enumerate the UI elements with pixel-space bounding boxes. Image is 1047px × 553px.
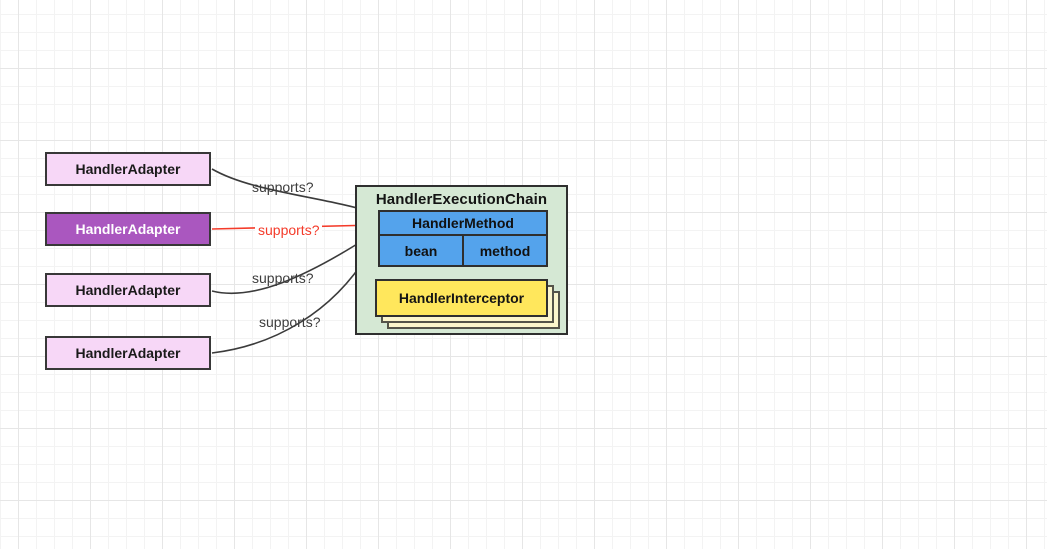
handler-method-title: HandlerMethod <box>380 212 546 236</box>
edge-label-supports-2-highlight[interactable]: supports? <box>255 222 323 238</box>
node-handler-adapter-2-selected[interactable]: HandlerAdapter <box>45 212 211 246</box>
node-handler-method[interactable]: HandlerMethod bean method <box>378 210 548 267</box>
node-handler-adapter-4[interactable]: HandlerAdapter <box>45 336 211 370</box>
node-handler-interceptor[interactable]: HandlerInterceptor <box>375 279 548 317</box>
node-label: HandlerAdapter <box>75 282 181 298</box>
cell-bean[interactable]: bean <box>380 236 464 265</box>
canvas-bottom-gap <box>0 549 1047 553</box>
node-handler-adapter-1[interactable]: HandlerAdapter <box>45 152 211 186</box>
cell-method[interactable]: method <box>479 242 531 259</box>
edge-supports-3[interactable] <box>211 233 375 295</box>
node-handler-adapter-3[interactable]: HandlerAdapter <box>45 273 211 307</box>
edge-supports-1[interactable] <box>211 168 377 215</box>
node-label: HandlerAdapter <box>75 161 181 177</box>
edge-supports-4[interactable] <box>211 242 375 354</box>
edge-label-supports-1[interactable]: supports? <box>252 179 314 195</box>
interceptor-label: HandlerInterceptor <box>398 290 525 306</box>
chain-title: HandlerExecutionChain <box>375 191 548 208</box>
edge-label-supports-3[interactable]: supports? <box>252 270 314 286</box>
node-handler-execution-chain[interactable]: HandlerExecutionChain HandlerMethod bean… <box>355 185 568 335</box>
node-label: HandlerAdapter <box>75 221 181 237</box>
edge-label-supports-4[interactable]: supports? <box>259 314 321 330</box>
node-label: HandlerAdapter <box>75 345 181 361</box>
